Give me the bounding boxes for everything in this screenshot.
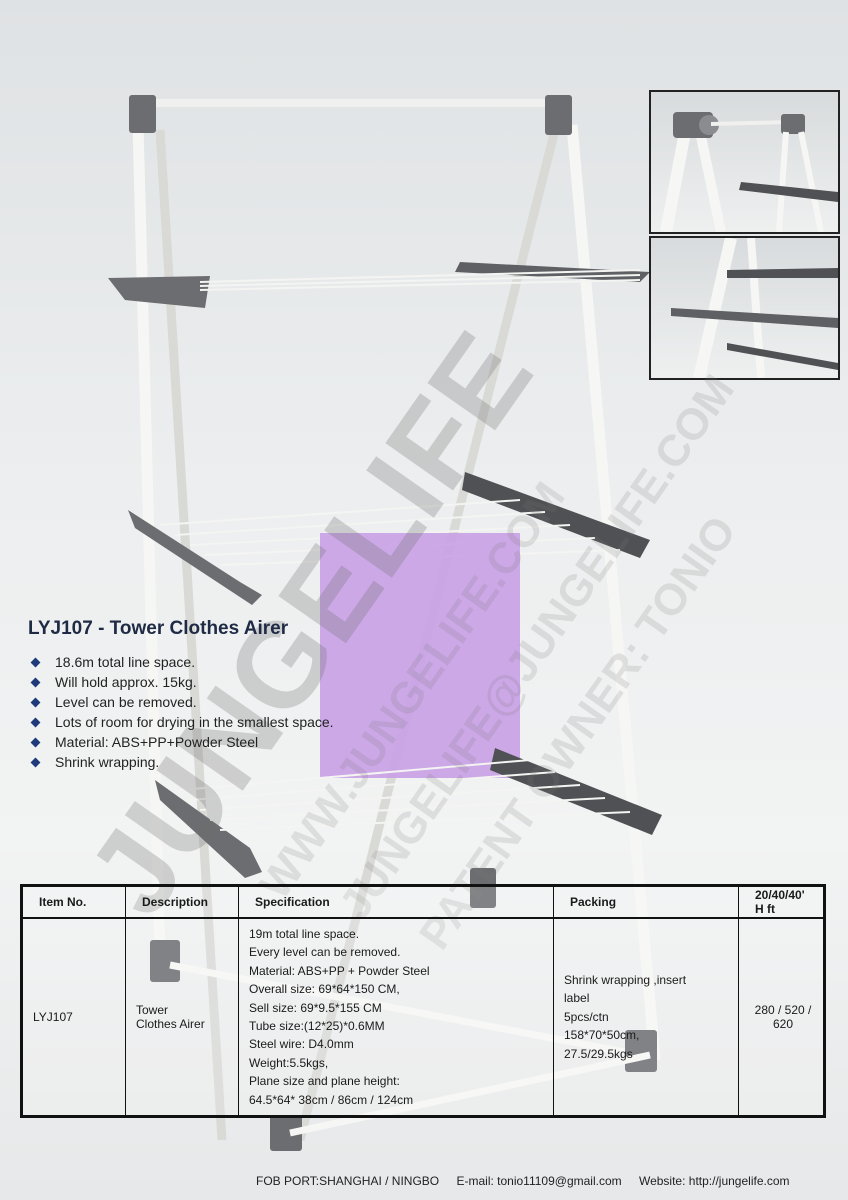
shelf-bottom xyxy=(155,748,662,878)
feature-item: Shrink wrapping. xyxy=(28,752,334,772)
header-packing: Packing xyxy=(553,885,739,919)
towel xyxy=(320,533,520,778)
cell-item-no: LYJ107 xyxy=(21,918,126,1117)
shelf-top xyxy=(108,262,650,308)
table-row: LYJ107 Tower Clothes Airer 19m total lin… xyxy=(21,918,825,1117)
feature-item: Level can be removed. xyxy=(28,692,334,712)
detail-photo-top xyxy=(649,90,840,234)
feature-item: 18.6m total line space. xyxy=(28,652,334,672)
header-container: 20/40/40' H ft xyxy=(738,885,825,919)
diamond-bullet-icon xyxy=(30,757,41,767)
header-description: Description xyxy=(125,885,239,919)
footer-email[interactable]: E-mail: tonio11109@gmail.com xyxy=(456,1174,622,1188)
diamond-bullet-icon xyxy=(30,697,41,707)
diamond-bullet-icon xyxy=(30,657,41,667)
cell-packing: Shrink wrapping ,insert label 5pcs/ctn 1… xyxy=(553,918,739,1117)
footer-website[interactable]: Website: http://jungelife.com xyxy=(638,1174,790,1188)
cell-container: 280 / 520 / 620 xyxy=(738,918,825,1117)
table-header-row: Item No. Description Specification Packi… xyxy=(21,885,825,919)
footer-port: FOB PORT:SHANGHAI / NINGBO xyxy=(256,1174,440,1188)
spec-table: Item No. Description Specification Packi… xyxy=(20,884,826,1118)
feature-item: Material: ABS+PP+Powder Steel xyxy=(28,732,334,752)
diamond-bullet-icon xyxy=(30,737,41,747)
footer: FOB PORT:SHANGHAI / NINGBO E-mail: tonio… xyxy=(256,1174,804,1188)
feature-list: 18.6m total line space. Will hold approx… xyxy=(28,652,334,772)
feature-item: Will hold approx. 15kg. xyxy=(28,672,334,692)
header-specification: Specification xyxy=(238,885,554,919)
header-item-no: Item No. xyxy=(21,885,126,919)
cell-description: Tower Clothes Airer xyxy=(125,918,239,1117)
feature-item: Lots of room for drying in the smallest … xyxy=(28,712,334,732)
detail-photo-bottom xyxy=(649,236,840,380)
cell-specification: 19m total line space. Every level can be… xyxy=(238,918,554,1117)
product-title: LYJ107 - Tower Clothes Airer xyxy=(28,618,289,639)
diamond-bullet-icon xyxy=(30,677,41,687)
diamond-bullet-icon xyxy=(30,717,41,727)
